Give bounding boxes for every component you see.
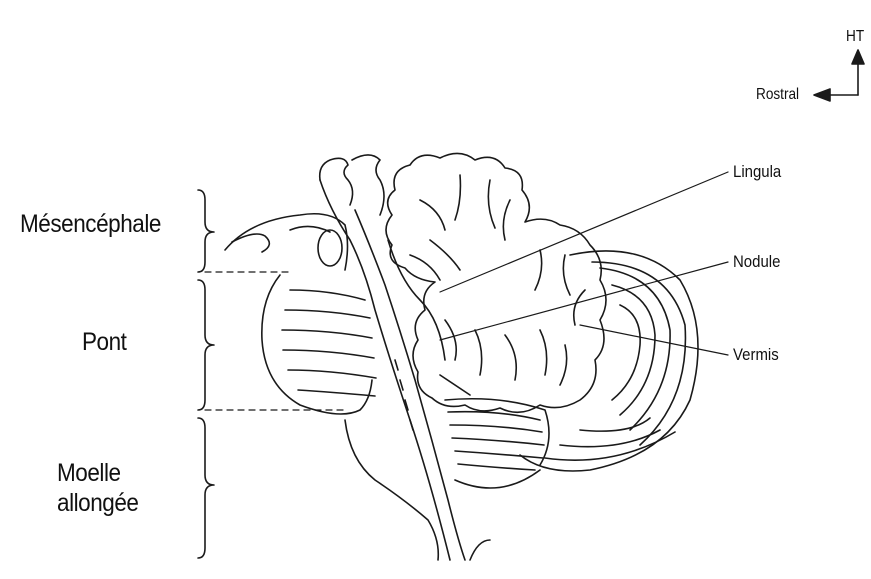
region-moelle-line-2: allongée <box>57 488 138 518</box>
orientation-up-label: HT <box>846 28 864 46</box>
orientation-arrows <box>814 50 864 101</box>
region-pont-label: Pont <box>82 328 126 357</box>
cerebellar-hemisphere <box>445 251 698 488</box>
orientation-rostral-label: Rostral <box>756 86 799 104</box>
part-lingula-label: Lingula <box>733 162 781 182</box>
brainstem <box>225 155 490 560</box>
region-moelle-label: Moelle allongée <box>57 458 138 518</box>
region-moelle-line-1: Moelle <box>57 458 138 488</box>
region-braces <box>198 190 214 558</box>
part-vermis-label: Vermis <box>733 345 779 365</box>
region-mesencephale-label: Mésencéphale <box>20 210 161 239</box>
part-nodule-label: Nodule <box>733 252 780 272</box>
vermis-lobules <box>386 153 606 412</box>
